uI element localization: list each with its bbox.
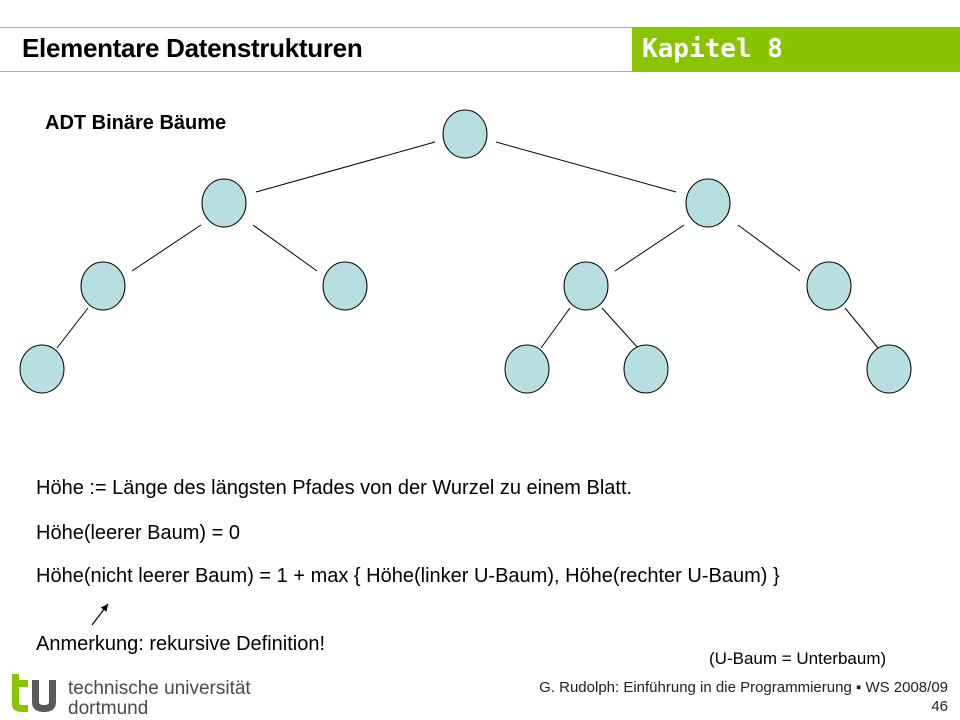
tree-node-leaf [504, 344, 550, 394]
tree-node [563, 261, 609, 311]
binary-tree-diagram [19, 109, 912, 394]
header-bar [0, 27, 960, 72]
tree-edge [255, 141, 436, 193]
university-name: technische universität dortmund [68, 678, 251, 719]
abbreviation-note: (U-Baum = Unterbaum) [709, 649, 887, 668]
tree-edge [844, 307, 879, 349]
tree-node-leaf [866, 344, 912, 394]
tree-edge [601, 307, 639, 349]
tree-edge [56, 307, 89, 349]
tree-node [685, 178, 731, 228]
tree-node-leaf [623, 344, 669, 394]
course-credit: G. Rudolph: Einführung in die Programmie… [539, 679, 948, 696]
tree-node [201, 178, 247, 228]
page-number: 46 [931, 698, 948, 715]
slide-title: Elementare Datenstrukturen [22, 33, 363, 63]
tree-edge [614, 224, 685, 272]
height-empty-tree: Höhe(leerer Baum) = 0 [36, 522, 240, 544]
tree-edge [495, 141, 677, 193]
height-nonempty-tree: Höhe(nicht leerer Baum) = 1 + max { Höhe… [36, 565, 780, 587]
tree-edge [252, 224, 318, 272]
tree-edge [131, 224, 202, 272]
tu-logo-icon [12, 674, 56, 712]
height-definition: Höhe := Länge des längsten Pfades von de… [36, 477, 633, 499]
tree-edge [737, 224, 801, 272]
chapter-tab: Kapitel 8 [632, 27, 960, 72]
footer-credit: G. Rudolph: Einführung in die Programmie… [539, 678, 948, 716]
remark-recursive: Anmerkung: rekursive Definition! [36, 633, 326, 655]
tree-edge [540, 307, 571, 349]
tree-node-leaf [19, 344, 65, 394]
tree-node-root [442, 109, 488, 159]
tree-node [322, 261, 368, 311]
tree-node [80, 261, 126, 311]
tree-node [806, 261, 852, 311]
section-heading: ADT Binäre Bäume [45, 112, 227, 134]
